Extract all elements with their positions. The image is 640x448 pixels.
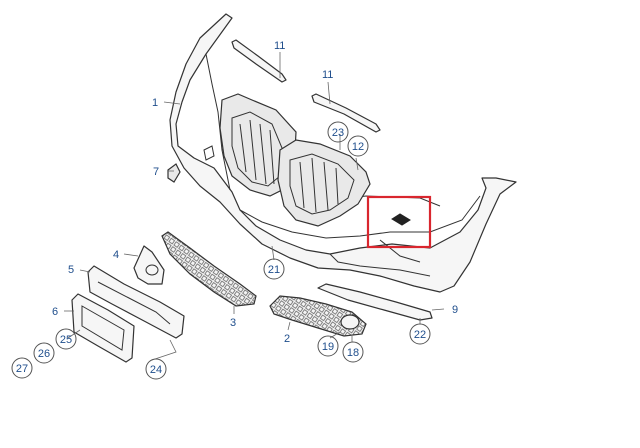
kidney-grille-right — [277, 139, 371, 227]
svg-text:24: 24 — [150, 364, 162, 376]
callout-25: 25 — [55, 328, 77, 350]
callout-18: 18 — [342, 341, 364, 363]
label-part-4: 4 — [113, 249, 119, 261]
highlighted-part — [391, 213, 411, 226]
callout-27: 27 — [11, 357, 33, 379]
svg-text:23: 23 — [332, 127, 344, 139]
svg-text:18: 18 — [347, 347, 359, 359]
trim-strip-right — [311, 93, 381, 133]
svg-text:12: 12 — [352, 141, 364, 153]
callout-12: 12 — [347, 135, 369, 157]
callout-22: 22 — [409, 323, 431, 345]
lower-trim-strip — [317, 283, 433, 321]
highlight-box — [366, 195, 432, 249]
license-plate-base — [87, 265, 185, 339]
bracket — [133, 245, 165, 285]
callout-24: 24 — [145, 358, 167, 380]
callout-19: 19 — [317, 335, 339, 357]
label-part-1: 1 — [152, 97, 158, 109]
callout-26: 26 — [33, 342, 55, 364]
label-part-5: 5 — [68, 264, 74, 276]
label-part-11-right: 11 — [322, 69, 333, 81]
svg-text:26: 26 — [38, 348, 50, 360]
label-part-6: 6 — [52, 306, 58, 318]
label-part-11-upper: 11 — [274, 40, 285, 52]
svg-text:25: 25 — [60, 334, 72, 346]
license-plate-holder — [71, 293, 135, 363]
cover-cap — [167, 163, 181, 183]
label-part-2: 2 — [284, 333, 290, 345]
tow-eye-cover — [203, 145, 215, 161]
callout-23: 23 — [327, 121, 349, 143]
callout-21: 21 — [263, 258, 285, 280]
label-part-3: 3 — [230, 317, 236, 329]
svg-text:21: 21 — [268, 264, 280, 276]
leader-lines — [64, 52, 445, 361]
svg-text:27: 27 — [16, 363, 28, 375]
label-part-7: 7 — [153, 166, 159, 178]
trim-strip-upper — [231, 39, 287, 83]
svg-text:19: 19 — [322, 341, 334, 353]
label-part-9: 9 — [452, 304, 458, 316]
svg-text:22: 22 — [414, 329, 426, 341]
fog-lamp-grille — [269, 295, 367, 337]
center-grille-mesh — [161, 231, 257, 307]
